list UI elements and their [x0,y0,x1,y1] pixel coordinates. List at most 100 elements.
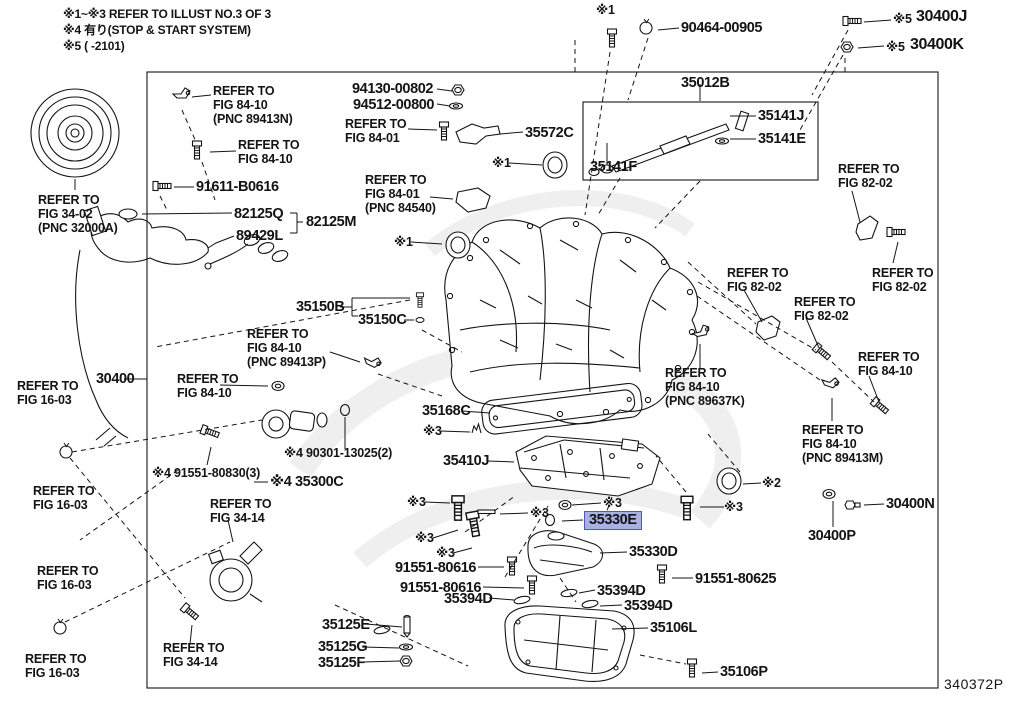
part-label-35150B: 35150B [296,299,345,315]
diagram-frame [146,71,939,689]
marker-star1: ※1 [394,235,413,249]
part-label-91611-B0616: 91611-B0616 [196,179,279,195]
ref-fig-82-02: REFER TO FIG 82-02 [794,295,856,323]
ref-fig-16-03: REFER TO FIG 16-03 [37,564,99,592]
ref-fig-16-03: REFER TO FIG 16-03 [25,652,87,680]
marker-star3: ※3 [603,496,622,510]
gasket-icon [513,595,531,605]
oil-seal-icon [445,231,471,259]
part-label-94512-00800: 94512-00800 [353,97,435,113]
note-line-3: ※5 ( -2101) [63,39,125,53]
oil-seal-icon [542,151,568,179]
part-label-35572C: 35572C [525,125,574,141]
bolt-icon [152,180,172,192]
bolt-icon [179,602,201,622]
marker-star3: ※3 [436,546,455,560]
solenoid-pump-drawing [254,403,351,483]
dashed-lines [64,29,875,667]
bolt-icon [606,28,618,48]
grommet-icon [271,380,285,392]
transaxle-drawing [444,217,698,425]
bracket-icon [455,187,491,213]
clamp-icon [59,442,73,459]
note-line-1: ※1~※3 REFER TO ILLUST NO.3 OF 3 [63,7,271,21]
note-line-2: ※4 有り(STOP & START SYSTEM) [63,23,251,37]
part-label-35410J: 35410J [443,453,489,469]
marker-star1: ※1 [492,156,511,170]
ref-fig-82-02: REFER TO FIG 82-02 [727,266,789,294]
ref-fig-84-01: REFER TO FIG 84-01 [345,117,407,145]
bracket-icon [755,315,781,341]
pin-icon [415,317,425,323]
oil-pan-drawing [504,605,635,682]
bolt-icon [415,292,425,308]
union-icon [403,614,411,638]
dipstick-tube-drawing [588,84,756,177]
marker-star3: ※3 [530,506,549,520]
nut-icon [451,84,465,96]
ref-fig-84-10: REFER TO FIG 84-10 [858,350,920,378]
nut-icon [399,655,413,667]
part-label-35330E-selected[interactable]: 35330E [584,511,642,530]
part-label-91551-80830: ※4 91551-80830(3) [152,466,261,480]
marker-star3: ※3 [724,500,743,514]
part-label-35141F: 35141F [590,159,637,175]
oil-pump-drawing [207,541,263,603]
bracket-icon [855,215,879,241]
part-label-35394D: 35394D [597,583,646,599]
ref-pnc-89413N: (PNC 89413N) [213,112,293,126]
ref-fig-82-02: REFER TO FIG 82-02 [838,162,900,190]
ref-fig-84-10: REFER TO FIG 84-10 [177,372,239,400]
part-label-82125Q: 82125Q [234,206,284,222]
clip-icon [471,423,482,434]
ref-fig-34-14: REFER TO FIG 34-14 [163,641,225,669]
marker-star3: ※3 [407,495,426,509]
part-label-35141J: 35141J [758,108,804,124]
ref-fig-16-03: REFER TO FIG 16-03 [33,484,95,512]
pin-icon [477,509,496,515]
bolt-icon [886,226,906,238]
speed-sensor-icon [172,87,191,99]
part-label-91551-80616: 91551-80616 [400,580,482,596]
part-label-35106P: 35106P [720,664,768,680]
dipstick-box [582,101,819,181]
ref-fig-84-10: REFER TO FIG 84-10 [238,138,300,166]
oil-seal-icon [716,467,742,495]
gasket-icon [581,599,599,609]
part-label-35141E: 35141E [758,131,806,147]
part-label-35168C: 35168C [422,403,471,419]
part-label-30400J: 30400J [916,8,967,25]
part-label-35394D: 35394D [624,598,673,614]
washer-icon [398,643,414,651]
part-label-35150C: 35150C [358,312,407,328]
torque-converter-drawing [30,88,120,190]
part-label-94130-00802: 94130-00802 [352,81,434,97]
marker-star3: ※3 [415,531,434,545]
bolt-icon [811,342,833,362]
ref-fig-16-03: REFER TO FIG 16-03 [17,379,79,407]
grommet-icon [558,499,572,511]
part-label-35125F: 35125F [318,655,365,671]
ref-fig-84-10-pnc89637K: REFER TO FIG 84-10 (PNC 89637K) [665,366,745,408]
washer-icon [448,102,464,110]
part-label-89429L: 89429L [236,228,283,244]
gasket-icon [373,625,391,635]
part-label-35125G: 35125G [318,639,368,655]
gasket-icon [560,588,578,598]
part-label-91551-80616: 91551-80616 [395,560,477,576]
ref-fig-84-10-pnc89413M: REFER TO FIG 84-10 (PNC 89413M) [802,423,883,465]
part-label-35394D: 35394D [444,591,493,607]
ref-fig-84-10-pnc89413P: REFER TO FIG 84-10 (PNC 89413P) [247,327,326,369]
ref-fig-82-02: REFER TO FIG 82-02 [872,266,934,294]
speed-sensor-icon [820,373,841,390]
valve-body-drawing [515,435,661,497]
bolt-icon [199,424,221,440]
hose-icon [95,427,117,447]
marker-star5: ※5 [893,12,912,26]
bolt-icon [465,510,483,538]
part-label-30400P: 30400P [808,528,856,544]
ref-fig-34-02: REFER TO FIG 34-02 (PNC 32000A) [38,193,118,235]
part-label-90464-00905: 90464-00905 [681,20,763,36]
bolt-icon [526,575,538,595]
